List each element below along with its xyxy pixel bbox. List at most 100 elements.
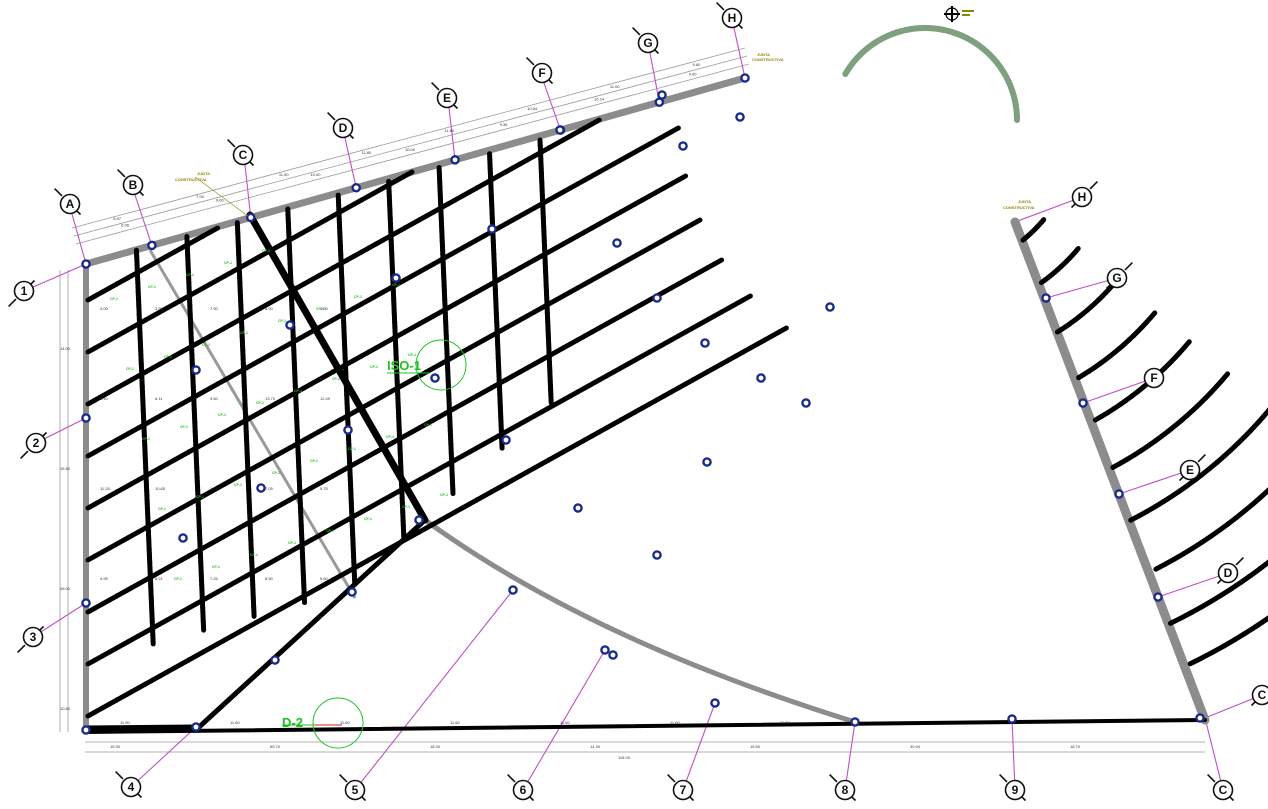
axis-bubble-right-D-label: D (1224, 566, 1233, 580)
axis-bubble-right-E-label: E (1186, 463, 1194, 477)
beam-label: CP-1 (110, 297, 118, 301)
column (600, 645, 610, 655)
axis-bubble-top-H: H (716, 2, 744, 30)
dimension-text: 5.40 (100, 396, 109, 401)
wall (449, 536, 469, 551)
axis-bubble-top-E: E (431, 82, 459, 110)
gridline (1204, 717, 1224, 791)
axis-bubble-top-C-label: C (239, 148, 248, 162)
column (191, 722, 201, 732)
axis-bubble-bottom-5: 5 (339, 774, 367, 802)
axis-bubble-left-1: 1 (8, 279, 36, 307)
column (700, 338, 710, 348)
beam (668, 125, 681, 135)
beam-label: CP-1 (180, 425, 188, 429)
gridline (1082, 377, 1155, 404)
dimension-text: 4.00 (100, 306, 109, 311)
wall (656, 647, 680, 661)
dimension-lines (59, 47, 1205, 753)
dimension-texts: 8.977.0011.5011.6011.6010.5411.009.606.0… (60, 62, 1081, 760)
column (825, 302, 835, 312)
dimension-text: 4.95 (100, 576, 109, 581)
beam-label: CP-1 (364, 517, 372, 521)
column (652, 293, 662, 303)
wall (463, 545, 483, 560)
axis-bubble-bottom-C: C (1207, 774, 1235, 802)
axis-bubble-top-D: D (327, 112, 355, 140)
axis-bubble-right-E: E (1178, 454, 1206, 482)
beam-label: CP-1 (392, 283, 400, 287)
column (1041, 293, 1051, 303)
column (450, 155, 460, 165)
beam-label: CP-1 (164, 355, 172, 359)
dimension-text: 8.50 (265, 576, 274, 581)
beam (84, 718, 1207, 734)
gridline (844, 721, 856, 791)
axis-bubble-top-A: A (54, 188, 82, 216)
axis-bubble-right-G-label: G (1112, 271, 1121, 285)
beam-label: CP-1 (354, 295, 362, 299)
axis-bubble-right-H: H (1070, 181, 1098, 209)
beam (1076, 371, 1087, 381)
wall (587, 615, 609, 629)
axis-bubble-bottom-6: 6 (507, 774, 535, 802)
dimension-text: 6.06 (121, 222, 130, 227)
axis-bubble-left-2-label: 2 (33, 436, 40, 450)
gridline (543, 82, 561, 131)
dimension-text: 15.30 (110, 744, 121, 749)
beam-label: CP-1 (348, 447, 356, 451)
wall (731, 677, 756, 691)
column (608, 650, 618, 660)
wall (674, 655, 699, 669)
dimension-text: 11.60 (340, 720, 350, 725)
beam-labels: CP-1CP-1CP-1CP-1CP-1CP-1CP-1CP-1CP-1CP-1… (110, 249, 448, 581)
axis-bubble-right-F: F (1142, 362, 1170, 390)
gridline (1157, 572, 1229, 598)
column (756, 373, 766, 383)
gridline (71, 213, 87, 265)
column (343, 425, 353, 435)
axis-bubble-bottom-C-label: C (1219, 783, 1228, 797)
beam-label: CP-1 (332, 377, 340, 381)
secondary-member (148, 249, 357, 599)
beam-label: CP-1 (278, 319, 286, 323)
column (657, 90, 667, 100)
column (487, 224, 497, 234)
beam-grid (83, 117, 1268, 734)
gridline (1045, 277, 1118, 299)
axis-bubble-top-F: F (526, 57, 554, 85)
column (414, 515, 424, 525)
dimension-text: 11.60 (560, 720, 570, 725)
axis-bubble-bottom-9-label: 9 (1012, 783, 1019, 797)
beam (740, 293, 753, 303)
axis-bubble-bottom-4-label: 4 (128, 780, 135, 794)
column (573, 503, 583, 513)
column (555, 125, 565, 135)
axis-bubble-bottom-6-label: 6 (520, 783, 527, 797)
beam-label: CP-1 (158, 507, 166, 511)
beam-label: CP-1 (234, 483, 242, 487)
dimension-text: 11.60 (450, 720, 460, 725)
axis-bubble-bottom-4: 4 (115, 771, 143, 799)
gridline (1118, 469, 1191, 495)
dimension-text: 7.00 (196, 194, 205, 199)
gridline (130, 726, 197, 788)
dimension-text: 65.70 (270, 744, 281, 749)
axis-bubble-left-2: 2 (20, 431, 48, 459)
axis-bubble-left-1-label: 1 (21, 284, 28, 298)
junta-note-top-line2: CONSTRUCTIVA (752, 57, 784, 62)
column (501, 435, 511, 445)
dimension-text: 10.14 (594, 97, 605, 102)
beam (83, 724, 199, 731)
beam (1167, 615, 1184, 626)
axis-bubble-bottom-7: 7 (667, 774, 695, 802)
gridline (448, 107, 456, 160)
dimension-text: 11.60 (362, 150, 372, 155)
beam-label: CP-1 (386, 435, 394, 439)
dimension-text: 13.70 (265, 396, 276, 401)
dimension-text: 10.50 (60, 706, 71, 711)
beam-label: CP-1 (310, 459, 318, 463)
wall (790, 699, 816, 712)
dimension-text: 9.00 (216, 197, 225, 202)
